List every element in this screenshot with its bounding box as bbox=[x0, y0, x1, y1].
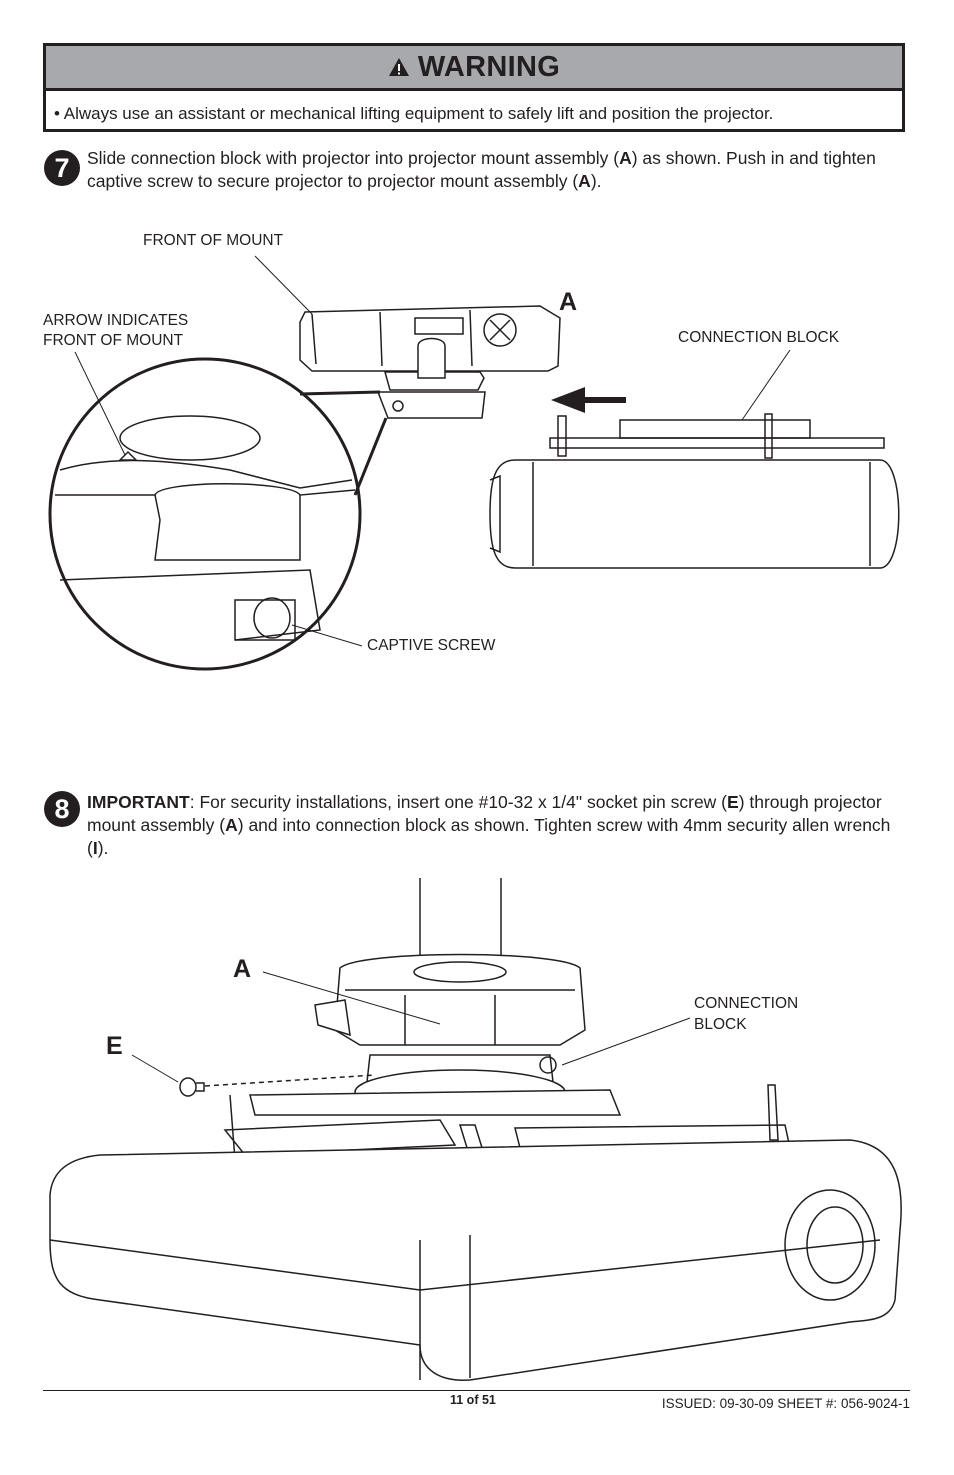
warning-header: WARNING bbox=[46, 46, 902, 91]
direction-arrow bbox=[551, 387, 626, 413]
callout-a-step8: A bbox=[233, 955, 252, 983]
label-connection-block-line1: CONNECTION bbox=[694, 995, 799, 1012]
step-8-badge: 8 bbox=[44, 791, 80, 827]
label-front-of-mount: FRONT OF MOUNT bbox=[143, 232, 284, 249]
warning-title: WARNING bbox=[417, 50, 561, 83]
projector-side-view bbox=[489, 413, 900, 569]
warning-bullet: • Always use an assistant or mechanical … bbox=[54, 104, 774, 123]
socket-pin-screw-icon bbox=[179, 1074, 376, 1097]
step-7-text: Slide connection block with projector in… bbox=[87, 148, 876, 191]
label-connection-block-line2: BLOCK bbox=[694, 1016, 747, 1033]
label-arrow-indicates-line2: FRONT OF MOUNT bbox=[43, 332, 184, 349]
projector-body bbox=[49, 1139, 902, 1381]
label-connection-block: CONNECTION BLOCK bbox=[678, 329, 840, 346]
step-8-text: IMPORTANT: For security installations, i… bbox=[87, 792, 891, 858]
label-arrow-indicates-line1: ARROW INDICATES bbox=[43, 312, 189, 329]
warning-triangle-icon bbox=[388, 58, 409, 76]
footer-issued-sheet: ISSUED: 09-30-09 SHEET #: 056-9024-1 bbox=[661, 1396, 910, 1411]
callout-a-step7: A bbox=[559, 288, 578, 316]
warning-box: WARNING • Always use an assistant or mec… bbox=[43, 43, 905, 132]
callout-e-step8: E bbox=[106, 1032, 123, 1060]
footer-page-number: 11 of 51 bbox=[450, 1393, 496, 1407]
zoom-detail-circle bbox=[48, 357, 388, 671]
projector-mount-assembly-top bbox=[314, 953, 586, 1115]
step-7-badge: 7 bbox=[44, 150, 80, 186]
projector-mount-assembly-side bbox=[299, 305, 561, 419]
footer-rule bbox=[43, 1390, 910, 1391]
label-captive-screw: CAPTIVE SCREW bbox=[367, 637, 496, 654]
